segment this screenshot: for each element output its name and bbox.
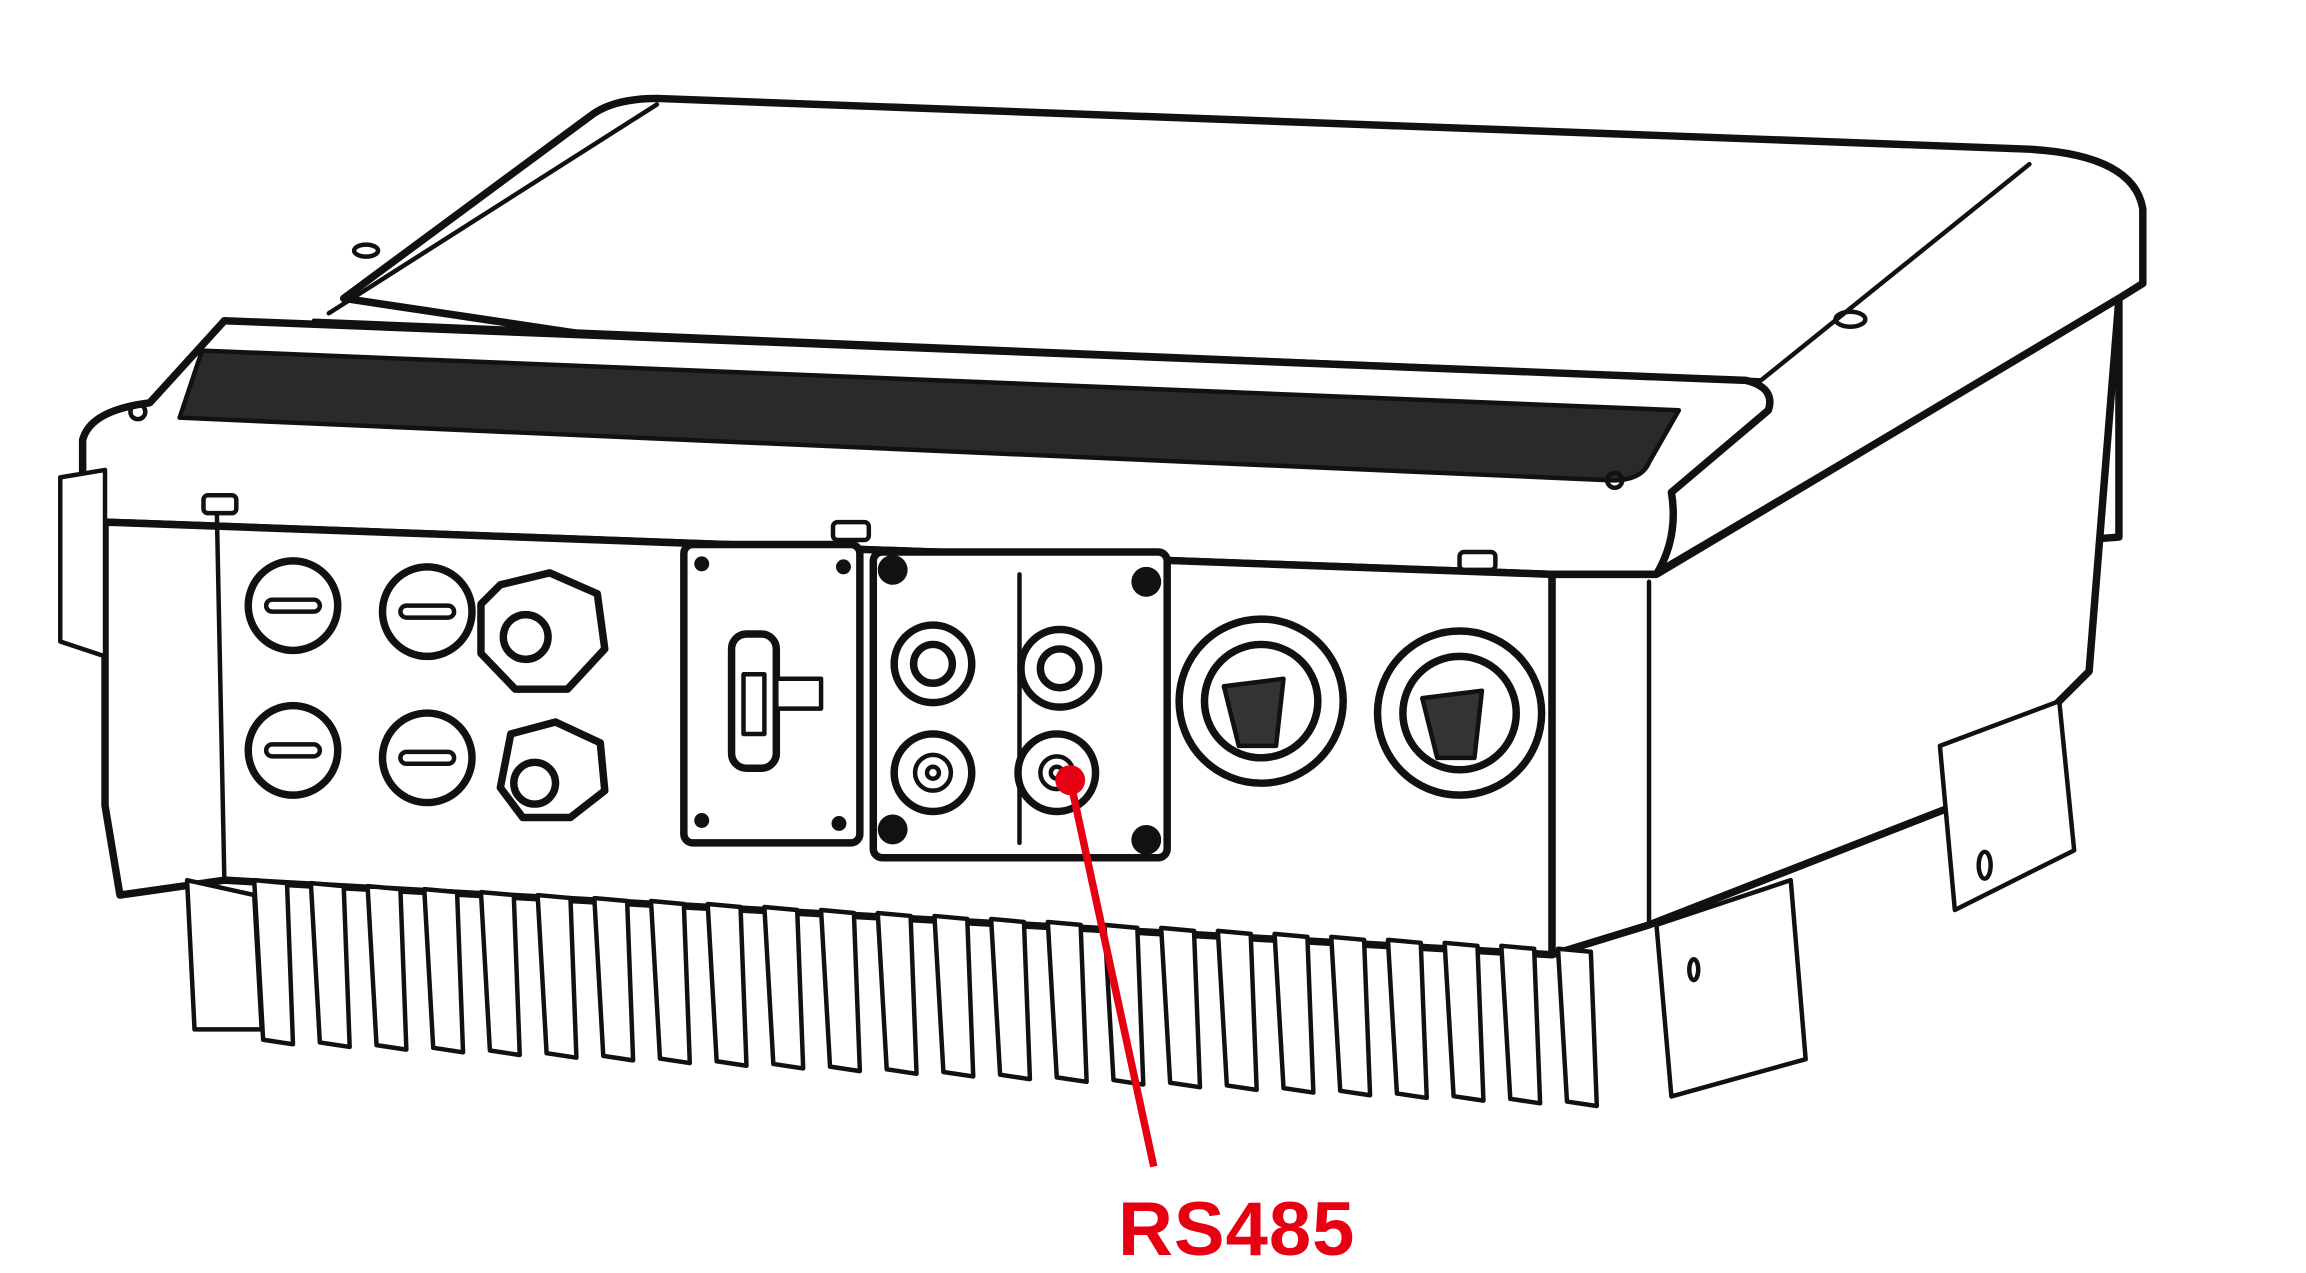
heatsink-fin	[1045, 919, 1089, 1085]
heatsink-fin	[308, 880, 352, 1050]
blanking-plugs	[244, 557, 476, 807]
heatsink-fin	[1385, 937, 1429, 1101]
heatsink-fin	[818, 907, 863, 1074]
heatsink-fin	[478, 889, 522, 1058]
heatsink	[251, 877, 1600, 1109]
rs485-port	[1014, 730, 1100, 816]
heatsink-fin	[932, 913, 976, 1079]
power-connectors	[1175, 615, 1546, 799]
heatsink-fin	[365, 883, 409, 1052]
mounting-feet	[184, 698, 2077, 1099]
heatsink-fin	[1442, 940, 1486, 1103]
heatsink-fin	[1272, 931, 1316, 1095]
communication-panel	[869, 548, 1171, 862]
heatsink-fin	[1102, 922, 1146, 1087]
heatsink-fin	[648, 898, 693, 1066]
heatsink-fin	[592, 895, 636, 1063]
heatsink-fin	[1329, 934, 1373, 1098]
heatsink-fin	[762, 904, 806, 1071]
display-strip	[177, 348, 1682, 483]
heatsink-fin	[422, 886, 466, 1055]
rs485-callout	[1055, 765, 1158, 1168]
heatsink-fin	[1499, 943, 1543, 1106]
heatsink-fin	[705, 901, 749, 1068]
cable-glands	[477, 569, 609, 822]
usb-port-panel	[680, 540, 864, 847]
heatsink-fin	[1555, 946, 1600, 1109]
rs485-label: RS485	[1118, 1187, 1356, 1272]
heatsink-fin	[1158, 925, 1203, 1090]
heatsink-fin	[535, 892, 579, 1060]
front-bezel	[78, 317, 1774, 579]
heatsink-fin	[1215, 928, 1259, 1093]
heatsink-fin	[875, 910, 919, 1077]
heatsink-fin	[988, 916, 1033, 1082]
